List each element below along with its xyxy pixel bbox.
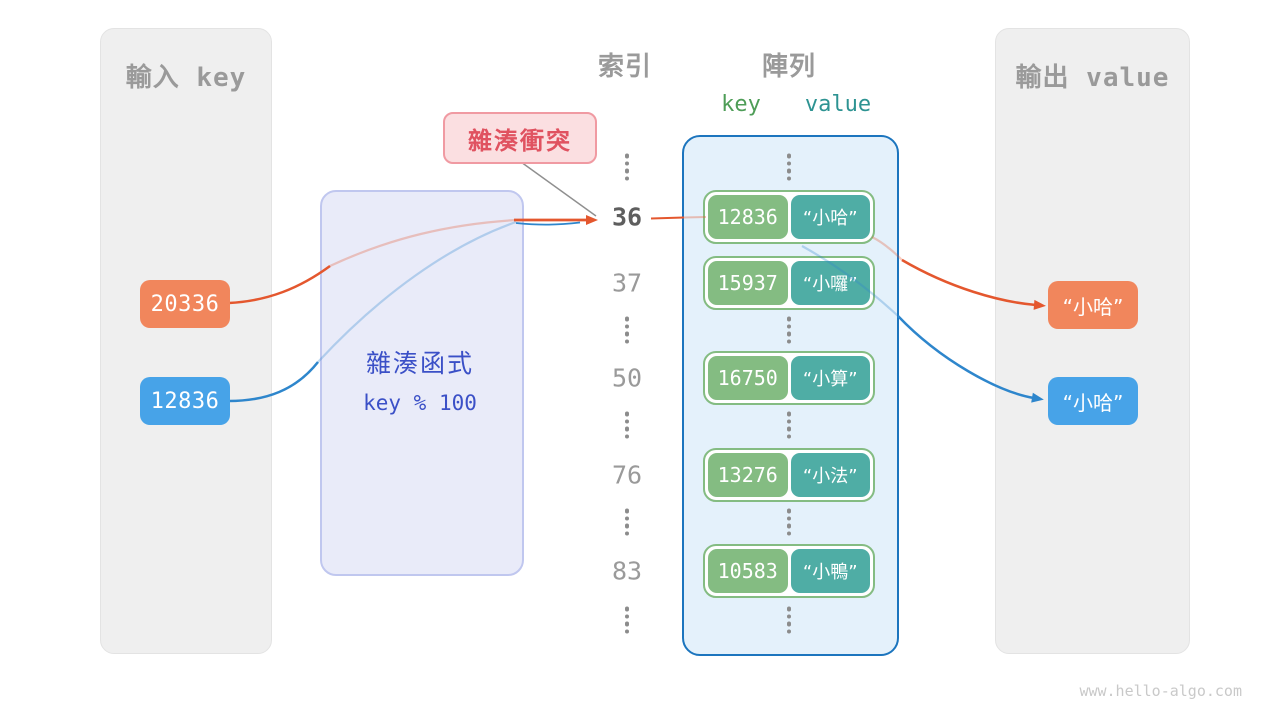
ellipsis-dot <box>624 434 630 439</box>
ellipsis-dot <box>786 176 792 181</box>
index-37: 37 <box>611 268 643 298</box>
vertical-ellipsis-icon <box>585 411 669 439</box>
ellipsis-dot <box>786 523 792 528</box>
vertical-ellipsis-icon <box>703 606 875 634</box>
vertical-ellipsis-icon <box>585 606 669 634</box>
vertical-ellipsis-icon <box>585 153 669 181</box>
ellipsis-dot <box>624 629 630 634</box>
watermark: www.hello-algo.com <box>1079 682 1242 700</box>
ellipsis-dot <box>786 629 792 634</box>
index-36: 36 <box>611 202 643 232</box>
ellipsis-dot <box>624 531 630 536</box>
ellipsis-dot <box>624 411 630 416</box>
bucket-row-10583: 10583“小鴨” <box>703 544 875 598</box>
ellipsis-dot <box>786 324 792 329</box>
ellipsis-dot <box>624 168 630 173</box>
ellipsis-dot <box>786 434 792 439</box>
ellipsis-dot <box>624 316 630 321</box>
output-panel-title: 輸出 value <box>1015 63 1170 93</box>
ellipsis-dot <box>786 606 792 611</box>
bucket-key: 16750 <box>708 356 788 400</box>
output-value-panel: 輸出 value <box>995 28 1190 654</box>
bucket-row-13276: 13276“小法” <box>703 448 875 502</box>
bucket-row-12836: 12836“小哈” <box>703 190 875 244</box>
bucket-value: “小法” <box>790 453 870 497</box>
hash-function-title: 雜湊函式 <box>365 349 474 378</box>
ellipsis-dot <box>786 426 792 431</box>
ellipsis-dot <box>786 168 792 173</box>
vertical-ellipsis-icon <box>703 316 875 344</box>
ellipsis-dot <box>786 316 792 321</box>
ellipsis-dot <box>624 419 630 424</box>
ellipsis-dot <box>786 331 792 336</box>
bucket-key: 13276 <box>708 453 788 497</box>
index-50: 50 <box>611 363 643 393</box>
bucket-value: “小算” <box>790 356 870 400</box>
ellipsis-dot <box>624 161 630 166</box>
output-value-blue: “小哈” <box>1048 377 1138 425</box>
index-column: 36 37 50 76 83 <box>585 0 669 720</box>
bucket-value: “小哈” <box>790 195 870 239</box>
vertical-ellipsis-icon <box>703 411 875 439</box>
bucket-key: 10583 <box>708 549 788 593</box>
input-key-panel: 輸入 key <box>100 28 272 654</box>
hash-collision-label: 雜湊衝突 <box>443 112 597 164</box>
hash-function-formula: key % 100 <box>363 391 477 415</box>
vertical-ellipsis-icon <box>585 316 669 344</box>
ellipsis-dot <box>786 531 792 536</box>
ellipsis-dot <box>786 614 792 619</box>
vertical-ellipsis-icon <box>585 508 669 536</box>
ellipsis-dot <box>624 621 630 626</box>
input-key-12836: 12836 <box>140 377 230 425</box>
ellipsis-dot <box>624 331 630 336</box>
bucket-value: “小鴨” <box>790 549 870 593</box>
array-value-header: value <box>804 92 872 117</box>
array-rows: 12836“小哈”15937“小囉”16750“小算”13276“小法”1058… <box>703 0 875 720</box>
ellipsis-dot <box>624 606 630 611</box>
index-76: 76 <box>611 460 643 490</box>
bucket-row-15937: 15937“小囉” <box>703 256 875 310</box>
ellipsis-dot <box>624 176 630 181</box>
vertical-ellipsis-icon <box>703 153 875 181</box>
ellipsis-dot <box>624 508 630 513</box>
ellipsis-dot <box>786 419 792 424</box>
ellipsis-dot <box>786 153 792 158</box>
ellipsis-dot <box>624 523 630 528</box>
hash-function-box <box>320 190 524 576</box>
ellipsis-dot <box>786 411 792 416</box>
ellipsis-dot <box>786 516 792 521</box>
vertical-ellipsis-icon <box>703 508 875 536</box>
bucket-key: 15937 <box>708 261 788 305</box>
bucket-key: 12836 <box>708 195 788 239</box>
input-panel-title: 輸入 key <box>125 63 247 93</box>
index-column-title: 索引 <box>597 52 652 82</box>
input-key-20336: 20336 <box>140 280 230 328</box>
ellipsis-dot <box>624 614 630 619</box>
ellipsis-dot <box>624 324 630 329</box>
index-83: 83 <box>611 556 643 586</box>
array-column-title: 陣列 <box>761 52 816 82</box>
merged-blue-sliver <box>515 221 581 226</box>
bucket-row-16750: 16750“小算” <box>703 351 875 405</box>
ellipsis-dot <box>786 621 792 626</box>
bucket-value: “小囉” <box>790 261 870 305</box>
ellipsis-dot <box>624 516 630 521</box>
ellipsis-dot <box>624 339 630 344</box>
ellipsis-dot <box>624 426 630 431</box>
ellipsis-dot <box>786 339 792 344</box>
ellipsis-dot <box>786 161 792 166</box>
ellipsis-dot <box>786 508 792 513</box>
array-key-header: key <box>721 92 761 117</box>
output-value-orange: “小哈” <box>1048 281 1138 329</box>
ellipsis-dot <box>624 153 630 158</box>
